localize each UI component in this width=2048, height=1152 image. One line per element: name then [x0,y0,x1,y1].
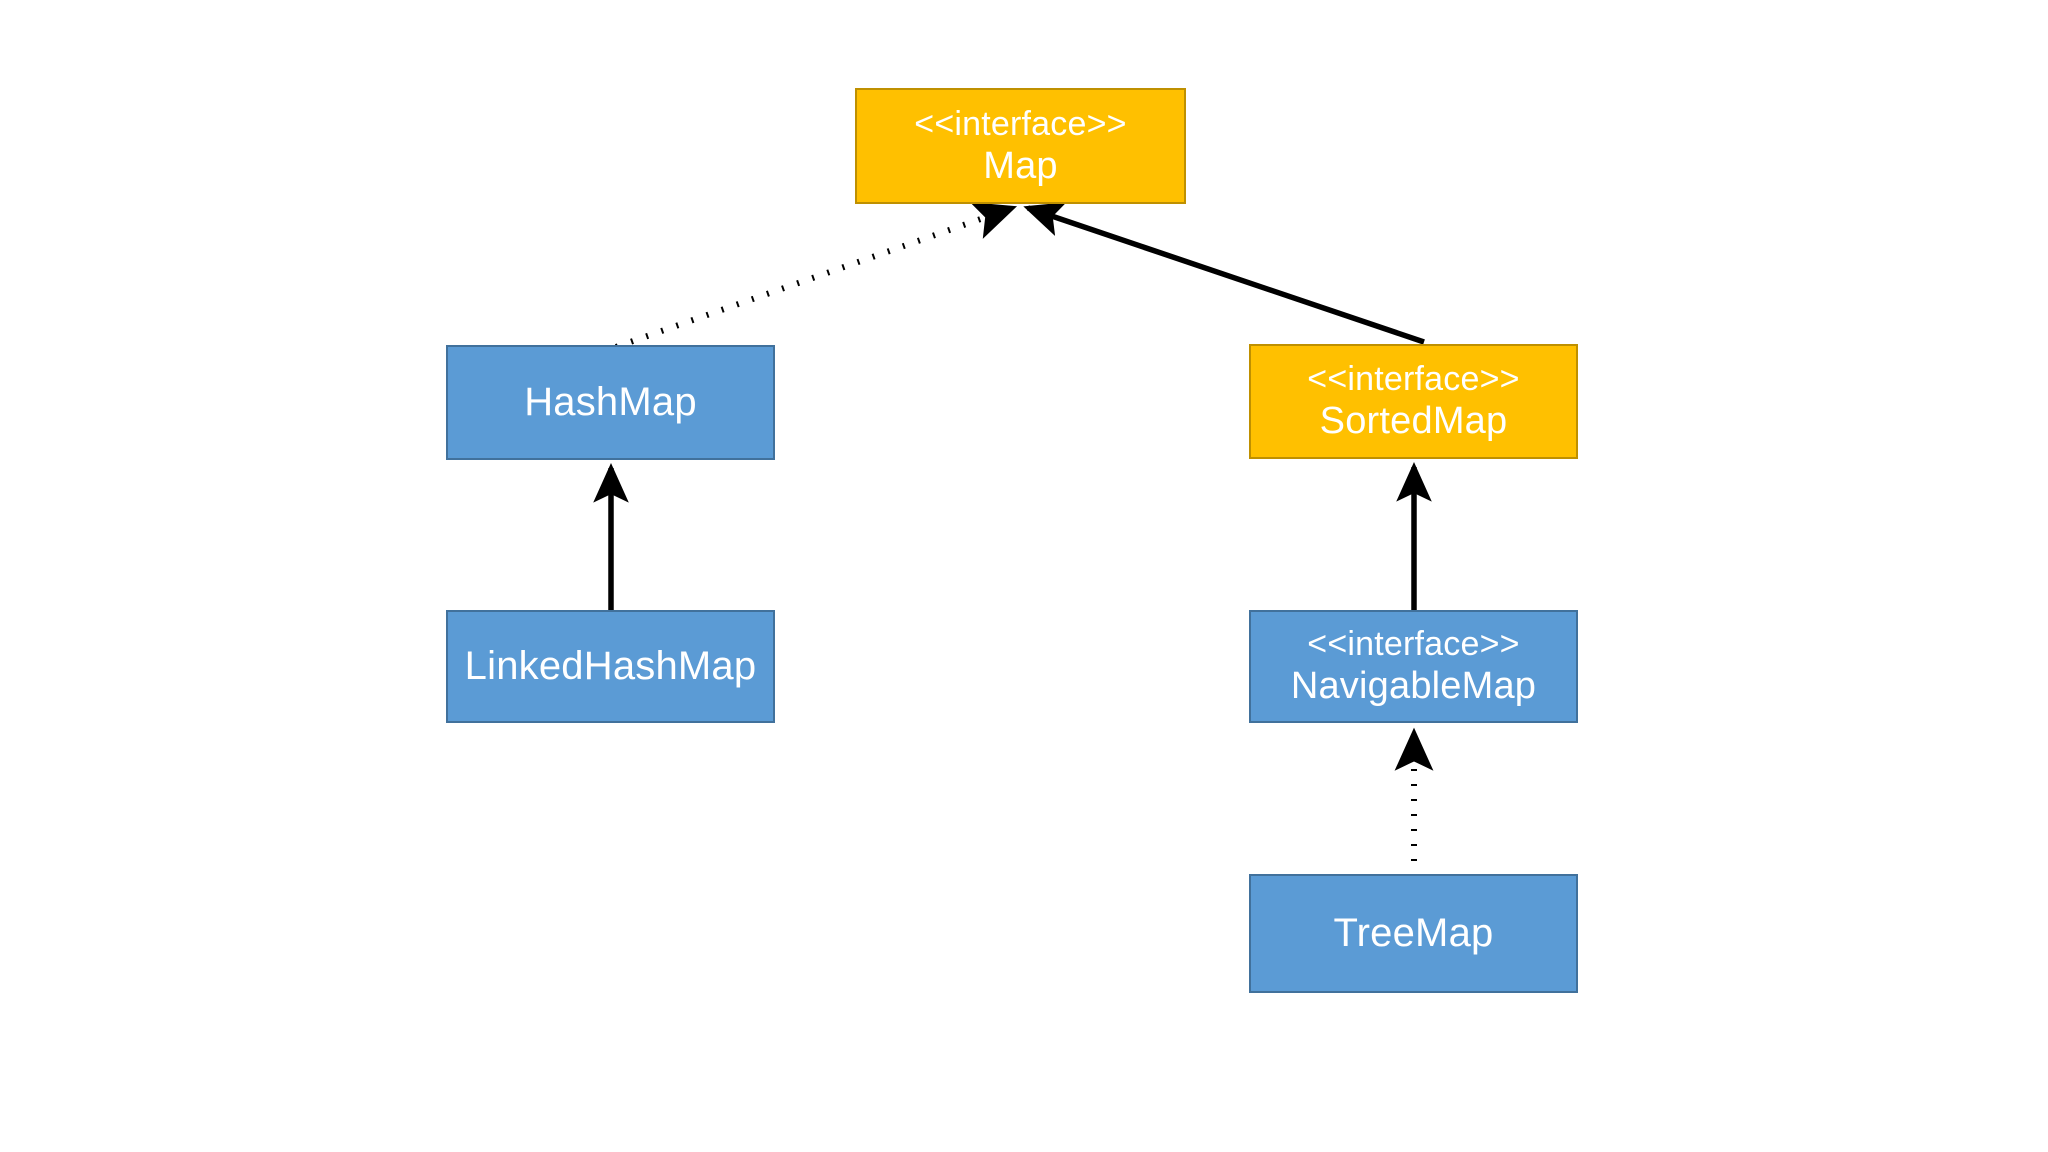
node-linkedhashmap[interactable]: LinkedHashMap [446,610,775,723]
edge-hashmap-implements-map [615,202,1018,350]
node-navigablemap[interactable]: <<interface>> NavigableMap [1249,610,1578,723]
edge-sortedmap-extends-map [1023,202,1425,345]
node-navigablemap-title: NavigableMap [1290,665,1537,708]
node-sortedmap-stereotype: <<interface>> [1307,360,1520,399]
node-hashmap[interactable]: HashMap [446,345,775,460]
node-treemap[interactable]: TreeMap [1249,874,1578,993]
node-map-stereotype: <<interface>> [914,104,1127,143]
node-map[interactable]: <<interface>> Map [855,88,1186,204]
node-linkedhashmap-title: LinkedHashMap [464,643,757,688]
node-hashmap-title: HashMap [524,379,697,424]
node-sortedmap-title: SortedMap [1319,400,1508,443]
node-sortedmap[interactable]: <<interface>> SortedMap [1249,344,1578,459]
node-treemap-title: TreeMap [1333,910,1494,955]
node-map-title: Map [983,144,1058,187]
node-navigablemap-stereotype: <<interface>> [1307,625,1520,664]
